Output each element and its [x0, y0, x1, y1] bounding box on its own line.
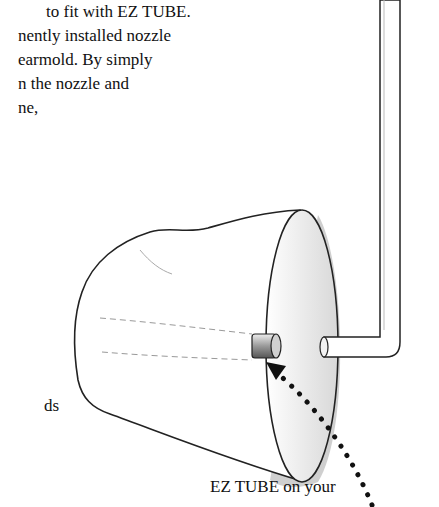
- arrow-head: [266, 362, 286, 380]
- body-text: EZ TUBE on your: [210, 477, 336, 497]
- canal-line: [102, 352, 252, 360]
- nozzle-end: [271, 334, 281, 358]
- body-text: nently installed nozzle: [18, 26, 171, 46]
- earmold-body: [75, 210, 302, 481]
- body-text: to fit with EZ TUBE.: [46, 2, 191, 22]
- ez-tube: [324, 0, 400, 357]
- contour-line: [140, 250, 172, 274]
- tube-highlight: [384, 0, 385, 330]
- body-text: n the nozzle and: [18, 74, 129, 94]
- body-text: earmold. By simply: [18, 50, 153, 70]
- canal-line: [100, 318, 252, 334]
- body-text: ds: [44, 396, 59, 416]
- tube-end: [320, 337, 328, 357]
- earmold-face: [266, 210, 338, 482]
- body-text: ne,: [18, 98, 38, 118]
